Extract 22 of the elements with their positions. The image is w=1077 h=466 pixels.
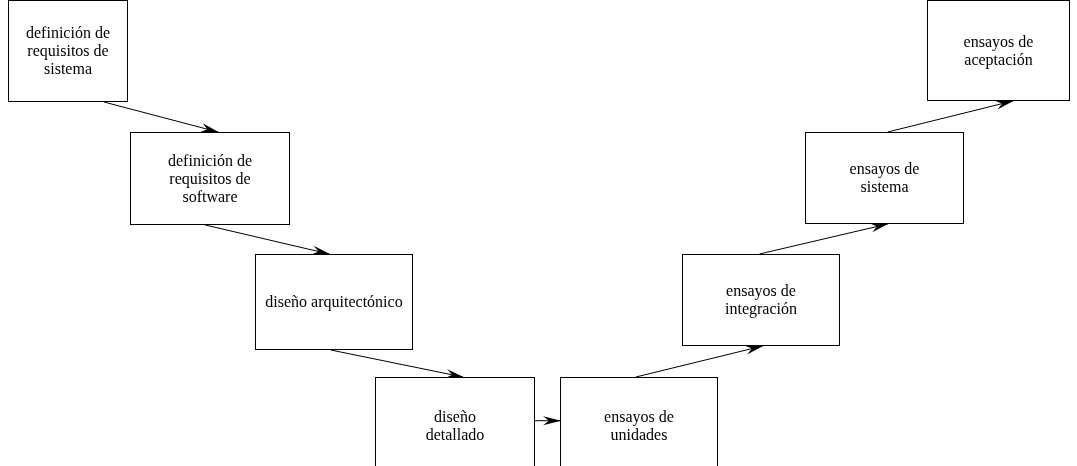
box-label: diseño arquitectónico bbox=[265, 293, 403, 311]
arrow bbox=[204, 224, 331, 255]
arrow bbox=[103, 101, 219, 133]
process-box bbox=[130, 132, 290, 225]
arrow bbox=[887, 100, 1014, 133]
arrow bbox=[330, 349, 464, 378]
process-box bbox=[927, 0, 1070, 101]
process-box bbox=[375, 377, 535, 466]
process-box bbox=[8, 0, 128, 102]
arrow bbox=[534, 416, 561, 426]
arrow bbox=[635, 345, 764, 378]
process-box bbox=[255, 254, 413, 350]
box-label: ensayos de aceptación bbox=[962, 32, 1035, 69]
box-label: ensayos de unidades bbox=[603, 408, 675, 444]
box-label: ensayos de integración bbox=[724, 282, 798, 318]
box-label: ensayos de sistema bbox=[848, 160, 921, 196]
box-label: definición de requisitos de software bbox=[167, 151, 253, 206]
box-label: definición de requisitos de sistema bbox=[25, 24, 111, 78]
process-box bbox=[682, 254, 840, 346]
box-label: diseño detallado bbox=[424, 408, 486, 444]
process-box bbox=[560, 377, 718, 466]
process-box bbox=[805, 132, 964, 224]
